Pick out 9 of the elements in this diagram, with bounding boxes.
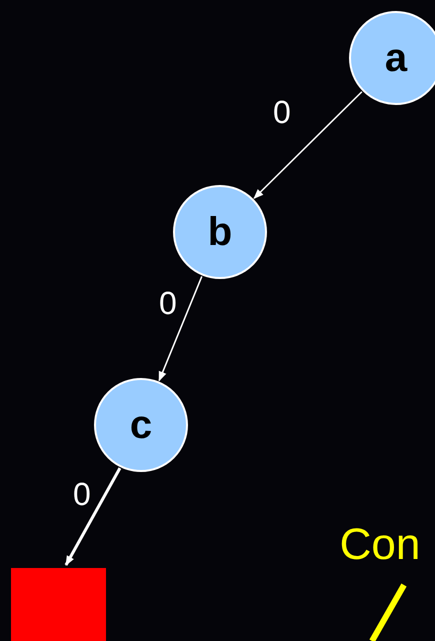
leader-line — [369, 584, 407, 641]
node-letter: c — [130, 402, 152, 448]
arrow — [158, 276, 202, 382]
leaf-square — [11, 568, 106, 641]
arrow — [253, 91, 362, 199]
arrow — [64, 467, 122, 566]
node-letter: b — [208, 210, 232, 254]
node-letter: a — [384, 36, 408, 80]
text-label: Con — [335, 520, 425, 570]
